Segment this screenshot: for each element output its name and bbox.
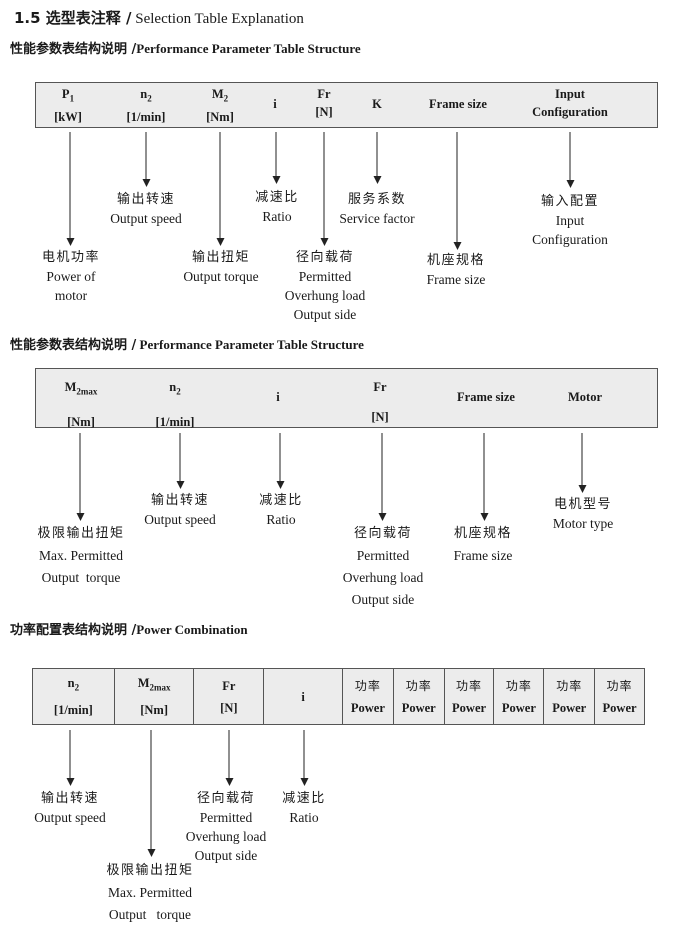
down-arrow-input-configuration [566,132,575,188]
down-arrow-m2 [216,132,225,246]
section3-heading-zh: 功率配置表结构说明 / [10,623,137,638]
table1-col-frame-size: Frame size [429,97,487,111]
table2-header-box [35,368,658,428]
page-title-zh: 1.5 选型表注释 / [14,9,132,27]
down-arrow-i [272,132,281,184]
table1-col-p1: P1[kW] [54,87,82,124]
section1-heading: 性能参数表结构说明 /Performance Parameter Table S… [10,38,361,57]
down-arrow-n2 [66,730,75,786]
section2-heading: 性能参数表结构说明 / Performance Parameter Table … [10,334,364,353]
down-arrow-m2max [147,730,156,857]
section3-heading-en: Power Combination [136,622,248,637]
table2-col-fr: Fr[N] [371,380,389,424]
down-arrow-i [300,730,309,786]
down-arrow-frame-size [453,132,462,250]
down-arrow-k [373,132,382,184]
table1-col-fr: Fr[N] [315,87,333,119]
table3-col-fr: Fr[N] [193,669,263,724]
table3-col-m2max: M2max[Nm] [113,669,194,724]
table1-col-i: i [273,97,277,111]
table1-header-box [35,82,658,128]
down-arrow-frame-size [480,433,489,521]
page-title: 1.5 选型表注释 / Selection Table Explanation [14,7,304,28]
section1-heading-en: Performance Parameter Table Structure [136,41,361,56]
down-arrow-p1 [66,132,75,246]
section1-heading-zh: 性能参数表结构说明 / [10,42,137,57]
down-arrow-fr [378,433,387,521]
down-arrow-motor [578,433,587,493]
down-arrow-fr [320,132,329,246]
table2-col-n2: n2[1/min] [155,380,195,429]
section2-heading-en: Performance Parameter Table Structure [136,337,364,352]
down-arrow-n2 [142,132,151,187]
section2-heading-zh: 性能参数表结构说明 / [10,338,137,353]
down-arrow-fr [225,730,234,786]
section3-heading: 功率配置表结构说明 /Power Combination [10,619,248,638]
down-arrow-i [276,433,285,489]
table1-col-k: K [372,97,382,111]
table3-col-n2: n2[1/min] [53,676,93,717]
table2-col-m2max: M2max[Nm] [64,380,98,429]
table2-col-frame-size: Frame size [457,390,515,404]
table2-col-motor: Motor [567,390,603,404]
down-arrow-m2max [76,433,85,521]
page-title-en: Selection Table Explanation [131,11,304,27]
table2-col-i: i [276,390,280,404]
table1-col-n2: n2[1/min] [126,87,166,124]
down-arrow-n2 [176,433,185,489]
table3-col-i: i [263,669,342,724]
table1-col-m2: M2[Nm] [206,87,234,124]
